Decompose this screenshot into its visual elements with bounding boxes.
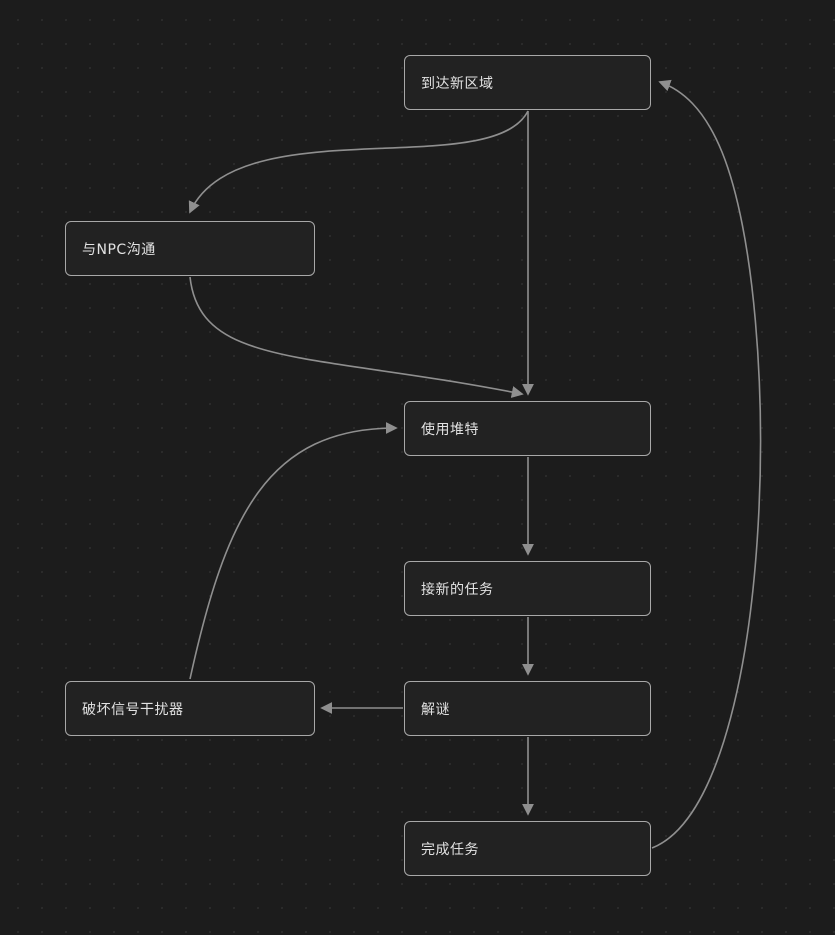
edge-arrive-new-area-to-talk-to-npc <box>188 110 529 214</box>
node-solve-puzzle[interactable]: 解谜 <box>404 681 651 736</box>
node-destroy-signal-jammer-label: 破坏信号干扰器 <box>82 701 184 718</box>
edge-destroy-signal-jammer-to-use-duite <box>189 422 398 680</box>
node-use-duite-label: 使用堆特 <box>421 421 479 438</box>
edge-complete-task-to-arrive-new-area <box>651 79 762 849</box>
node-talk-to-npc[interactable]: 与NPC沟通 <box>65 221 315 276</box>
node-arrive-new-area-label: 到达新区域 <box>421 75 494 92</box>
node-solve-puzzle-label: 解谜 <box>421 701 450 718</box>
node-destroy-signal-jammer[interactable]: 破坏信号干扰器 <box>65 681 315 736</box>
node-use-duite[interactable]: 使用堆特 <box>404 401 651 456</box>
node-accept-new-task[interactable]: 接新的任务 <box>404 561 651 616</box>
node-talk-to-npc-label: 与NPC沟通 <box>82 241 156 258</box>
node-complete-task-label: 完成任务 <box>421 841 479 858</box>
node-arrive-new-area[interactable]: 到达新区域 <box>404 55 651 110</box>
node-accept-new-task-label: 接新的任务 <box>421 581 494 598</box>
edge-talk-to-npc-to-use-duite <box>189 276 524 398</box>
node-complete-task[interactable]: 完成任务 <box>404 821 651 876</box>
